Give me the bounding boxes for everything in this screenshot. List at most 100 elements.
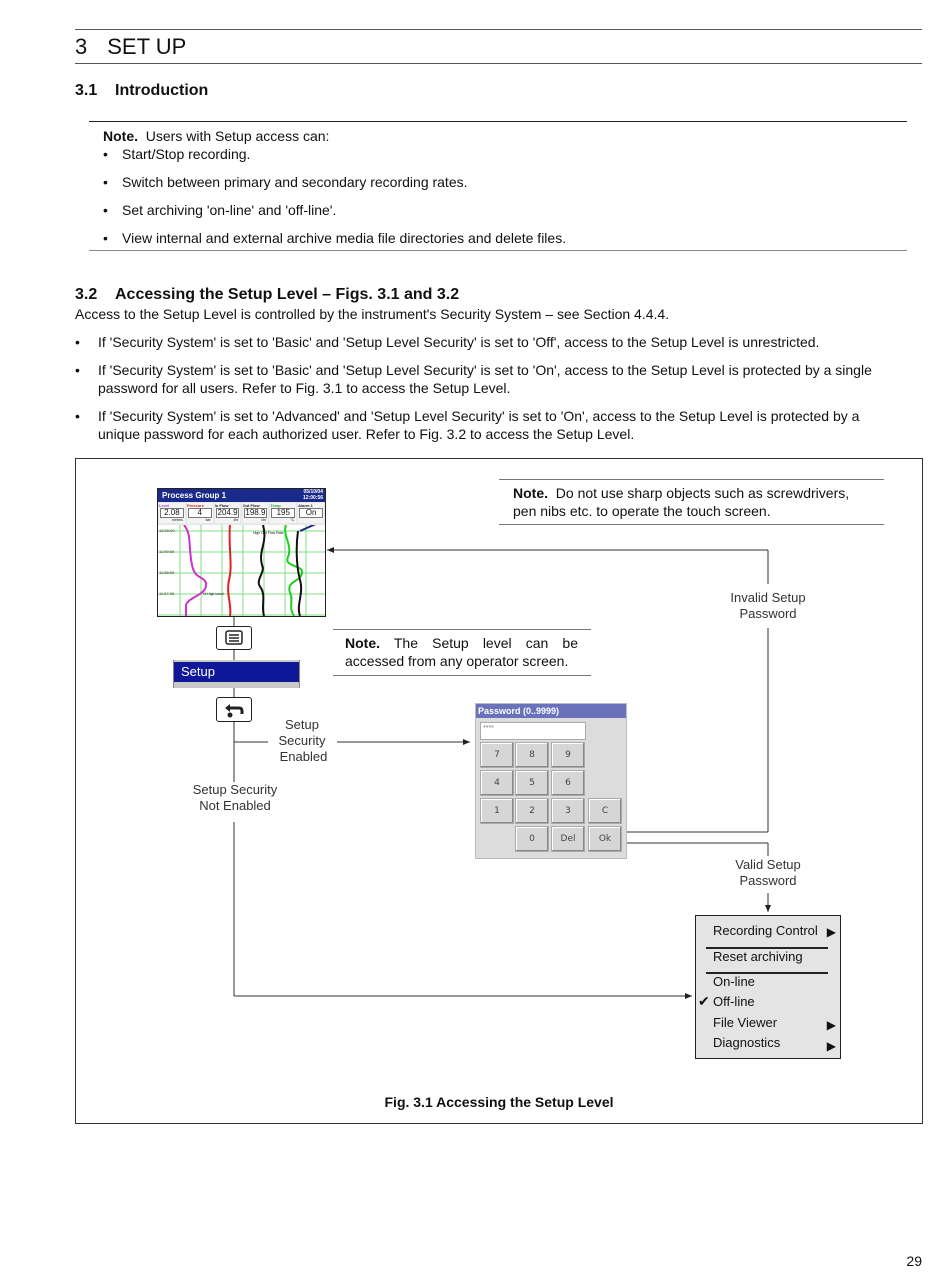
top-rule: [75, 29, 922, 30]
note-label: Note.: [513, 485, 548, 501]
note-top-rule: [89, 121, 907, 122]
note-bottom-rule: [89, 250, 907, 251]
indicator-value: 204.9: [215, 508, 240, 518]
touch-note-bottom-rule: [499, 524, 884, 525]
key-5[interactable]: 5: [515, 770, 549, 796]
section-title: Accessing the Setup Level – Figs. 3.1 an…: [115, 286, 460, 303]
password-entry-field[interactable]: ****: [480, 722, 586, 740]
menu-item-on-line[interactable]: On-line: [713, 974, 755, 989]
access-bullet: • If 'Security System' is set to 'Basic'…: [75, 362, 872, 396]
keypad-title-bar: Password (0..9999): [476, 704, 626, 718]
trend-trace: [257, 525, 266, 616]
key-7[interactable]: 7: [480, 742, 514, 768]
indicator-name: Temp: [270, 503, 281, 508]
indicator-value: 2.08: [160, 508, 184, 518]
menu-separator: [706, 947, 828, 949]
menu-item-diagnostics[interactable]: Diagnostics: [713, 1035, 781, 1050]
key-2[interactable]: 2: [515, 798, 549, 824]
key-delete[interactable]: Del: [551, 826, 585, 852]
section-title: Introduction: [115, 82, 209, 99]
setup-menu-bar: Setup: [173, 660, 300, 688]
page-number: 29: [906, 1253, 922, 1269]
enter-icon[interactable]: [216, 697, 252, 722]
indicator-name: Level: [159, 503, 170, 508]
touch-note-top-rule: [499, 479, 884, 480]
screen-title: Process Group 1: [162, 491, 227, 500]
setup-menu: Recording Control ▶ Reset archiving On-l…: [695, 915, 841, 1059]
note-text: Users with Setup access can:: [145, 128, 330, 144]
submenu-arrow-icon: ▶: [826, 1018, 836, 1032]
indicator-name: Out Flow: [242, 503, 260, 508]
trend-trace: [295, 530, 303, 616]
figure-caption: Fig. 3.1 Accessing the Setup Level: [384, 1094, 614, 1110]
setup-note-bottom-rule: [333, 675, 591, 676]
section-lead: Access to the Setup Level is controlled …: [75, 306, 670, 322]
menu-item-reset-archiving[interactable]: Reset archiving: [713, 949, 803, 964]
menu-item-recording-control[interactable]: Recording Control: [713, 923, 818, 938]
section-number: 3.2: [75, 286, 98, 303]
figure-frame: [75, 458, 923, 1124]
trend-trace: [183, 525, 208, 616]
indicator-unit: metres: [172, 518, 183, 522]
indicator-unit: °C: [290, 518, 295, 522]
checkmark-icon: ✔: [698, 993, 710, 1009]
indicator-value: 198.9: [243, 508, 268, 518]
menu-item-off-line[interactable]: Off-line: [713, 994, 755, 1009]
indicator-unit: l/hr: [233, 518, 239, 522]
key-8[interactable]: 8: [515, 742, 549, 768]
key-3[interactable]: 3: [551, 798, 585, 824]
indicator-name: Pressure: [186, 503, 204, 508]
key-0[interactable]: 0: [515, 826, 549, 852]
setup-note-top-rule: [333, 629, 591, 630]
menu-icon[interactable]: [216, 626, 252, 650]
menu-item-file-viewer[interactable]: File Viewer: [713, 1015, 778, 1030]
submenu-arrow-icon: ▶: [826, 1039, 836, 1053]
note-label: Note.: [345, 635, 380, 651]
key-ok[interactable]: Ok: [588, 826, 622, 852]
key-9[interactable]: 9: [551, 742, 585, 768]
trend-annotation: Hi High Level: [203, 592, 224, 596]
submenu-arrow-icon: ▶: [826, 925, 836, 939]
password-keypad: Password (0..9999) **** 7 8 9 4 5 6 1 2 …: [475, 703, 627, 859]
trend-annotation: High Out Flow Rate: [253, 531, 284, 535]
label-setup-security-enabled: Setup Security Enabled: [278, 717, 328, 764]
indicator-value: 4: [187, 508, 212, 518]
setup-menu-item[interactable]: Setup: [174, 662, 299, 682]
time-label: 11:58:00: [159, 570, 175, 575]
indicator-unit: l/hr: [261, 518, 267, 522]
trend-trace: [299, 525, 316, 532]
menu-separator: [706, 972, 828, 974]
access-bullet: • If 'Security System' is set to 'Advanc…: [75, 408, 860, 442]
key-4[interactable]: 4: [480, 770, 514, 796]
key-6[interactable]: 6: [551, 770, 585, 796]
indicator-name: In Flow: [214, 503, 229, 508]
chapter-rule: [75, 63, 922, 64]
label-invalid-password: Invalid Setup Password: [718, 590, 818, 622]
setup-note: Note. The Setup level can be accessed fr…: [345, 635, 578, 669]
label-valid-password: Valid Setup Password: [718, 857, 818, 889]
section-heading-accessing: 3.2 Accessing the Setup Level – Figs. 3.1…: [75, 286, 459, 304]
indicator-unit: bar: [205, 518, 211, 522]
touch-note: Note. Do not use sharp objects such as s…: [513, 485, 850, 519]
trend-trace: [284, 525, 304, 616]
section-number: 3.1: [75, 82, 98, 99]
intro-note-heading: Note. Users with Setup access can:: [103, 127, 329, 145]
section-heading-introduction: 3.1 Introduction: [75, 82, 208, 100]
key-clear[interactable]: C: [588, 798, 622, 824]
time-label: 11:57:00: [159, 591, 175, 596]
key-1[interactable]: 1: [480, 798, 514, 824]
indicator-value: 195: [271, 508, 296, 518]
time-label: 12:00:00: [159, 528, 175, 533]
chapter-title: SET UP: [107, 34, 187, 59]
